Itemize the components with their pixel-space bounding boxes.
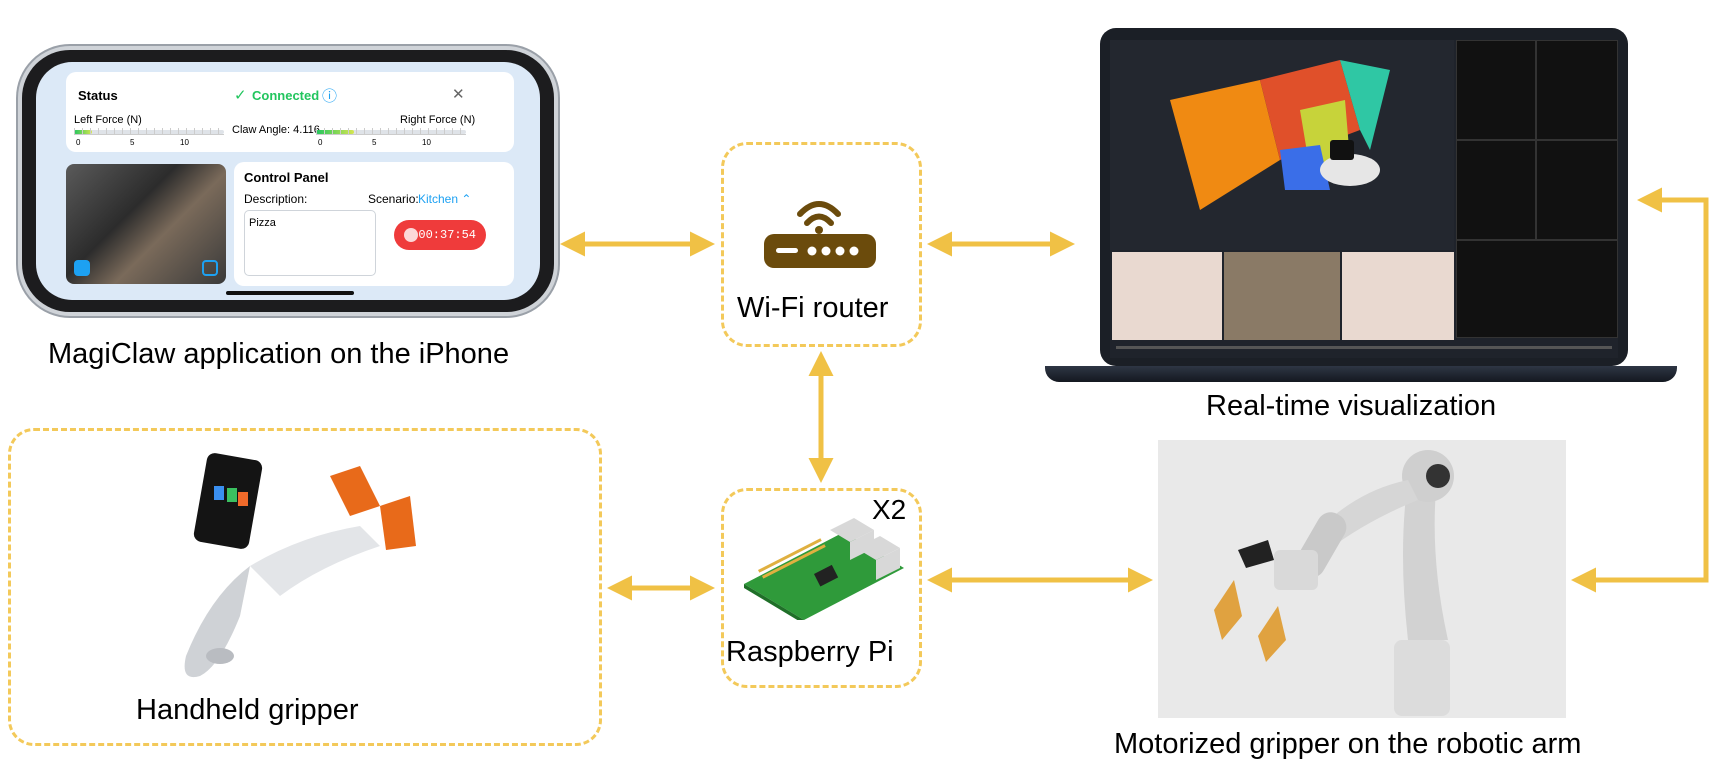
right-force-label: Right Force (N) (400, 114, 476, 126)
tick-label: 5 (130, 138, 135, 147)
plot-panel (1456, 240, 1618, 338)
router-box (721, 142, 922, 347)
caption-phone: MagiClaw application on the iPhone (48, 338, 510, 370)
tick-label: 10 (180, 138, 189, 147)
scenario-label: Scenario: (368, 192, 419, 206)
plot-panel (1456, 40, 1536, 140)
point-cloud-view (1110, 40, 1454, 250)
camera-switch-icon[interactable] (202, 260, 218, 276)
handheld-gripper-photo (184, 453, 416, 678)
flashlight-icon[interactable] (74, 260, 90, 276)
status-card: Status ✓ Connected ⓘ ✕ Left Force (N) Ri… (66, 72, 514, 152)
iphone-device: Status ✓ Connected ⓘ ✕ Left Force (N) Ri… (22, 50, 554, 312)
status-title: Status (78, 88, 118, 103)
description-value: Pizza (249, 217, 276, 229)
timeline-bar[interactable] (1116, 346, 1612, 349)
caption-visualization: Real-time visualization (1206, 390, 1497, 422)
plot-panel (1536, 140, 1618, 240)
left-force-label: Left Force (N) (74, 114, 142, 126)
tick-label: 10 (422, 138, 431, 147)
camera-feed (1112, 252, 1222, 340)
magiclaw-app-screen: Status ✓ Connected ⓘ ✕ Left Force (N) Ri… (36, 62, 540, 300)
record-button[interactable]: 00:37:54 (394, 220, 486, 250)
plot-panel (1456, 140, 1536, 240)
laptop-base (1045, 366, 1677, 382)
caption-arm: Motorized gripper on the robotic arm (1114, 728, 1582, 760)
record-timer: 00:37:54 (418, 228, 476, 242)
control-panel: Control Panel Description: Scenario: Kit… (234, 162, 514, 286)
robotic-arm-shape (1214, 450, 1454, 716)
camera-preview (66, 164, 226, 284)
tick-label: 0 (76, 138, 81, 147)
close-icon[interactable]: ✕ (452, 86, 465, 103)
check-icon: ✓ (234, 87, 247, 104)
raspberry-pi-board (744, 518, 904, 620)
robotic-arm-photo (1158, 440, 1566, 718)
camera-feed (1342, 252, 1454, 340)
visualization-screen (1110, 40, 1618, 358)
laptop-device (1100, 28, 1628, 366)
home-indicator (226, 291, 354, 295)
plot-panel (1536, 40, 1618, 140)
raspberry-pi-box (721, 488, 922, 688)
handheld-gripper-box (8, 428, 602, 746)
description-label: Description: (244, 192, 308, 206)
caption-pi: Raspberry Pi (726, 636, 894, 668)
camera-feed (1224, 252, 1340, 340)
tick-label: 0 (318, 138, 323, 147)
connection-status: Connected (252, 88, 320, 103)
arrow-laptop-arm (1571, 187, 1709, 593)
description-input[interactable]: Pizza (244, 210, 376, 276)
caption-router: Wi-Fi router (737, 292, 889, 324)
info-icon[interactable]: ⓘ (322, 88, 338, 105)
claw-angle: Claw Angle: 4.116 (232, 124, 320, 136)
wifi-router-icon (764, 201, 876, 268)
scenario-select[interactable]: Kitchen ⌃ (418, 192, 472, 206)
caption-gripper: Handheld gripper (136, 694, 359, 726)
pi-count: X2 (872, 494, 907, 525)
tick-label: 5 (372, 138, 377, 147)
control-panel-title: Control Panel (244, 170, 329, 185)
